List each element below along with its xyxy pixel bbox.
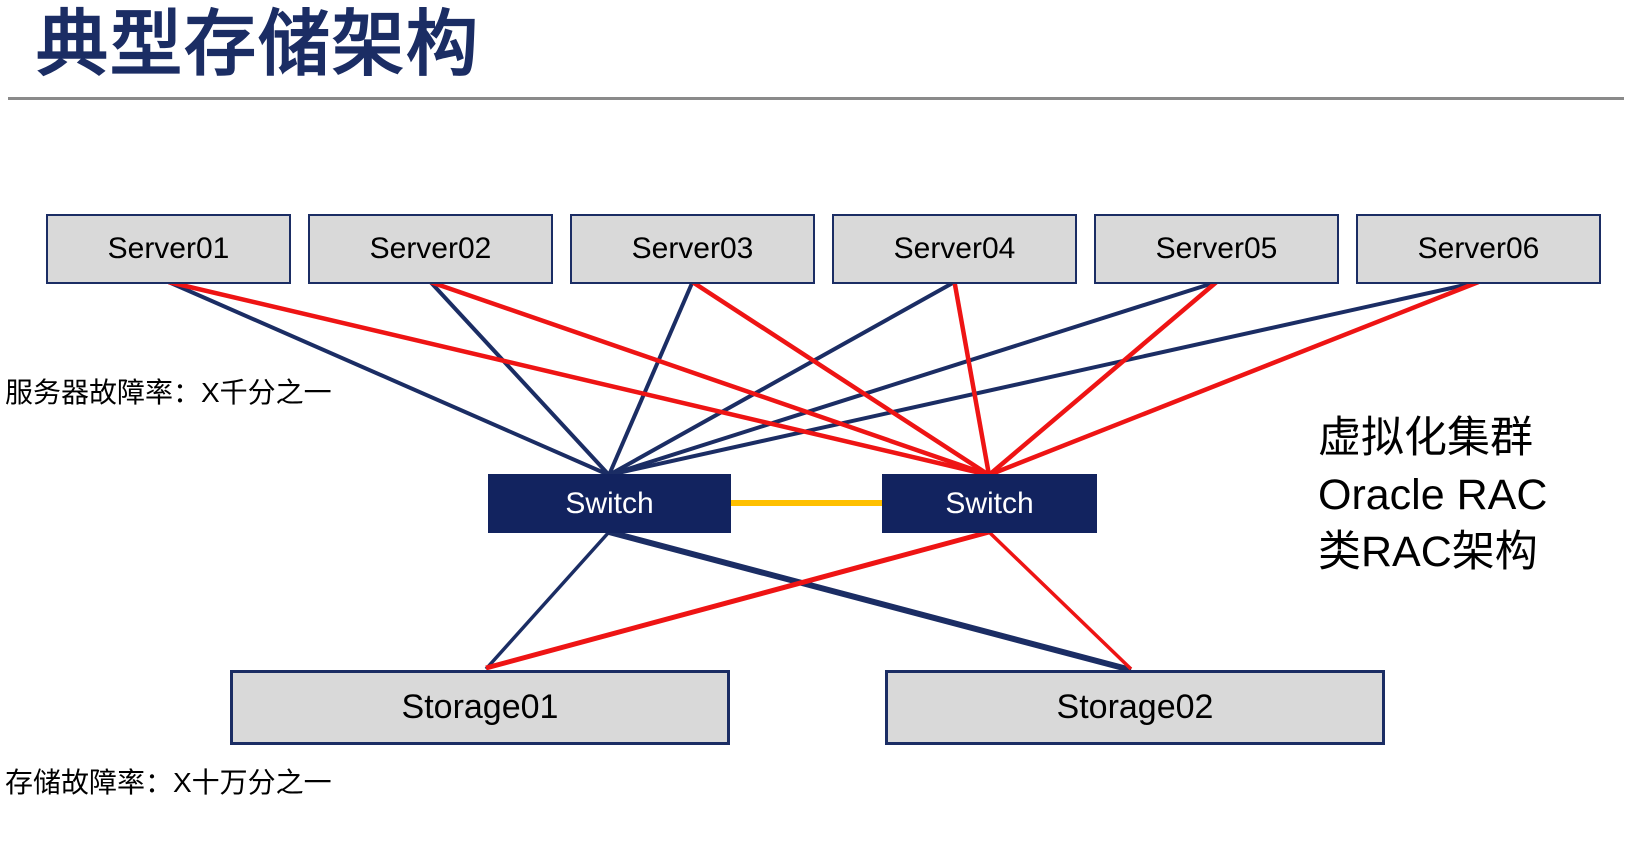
- link-server06-switch1: [608, 280, 1479, 477]
- storage01-label: Storage01: [401, 688, 559, 726]
- server05-label: Server05: [1155, 232, 1278, 265]
- cluster-note: 虚拟化集群 Oracle RAC 类RAC架构: [1318, 410, 1547, 581]
- cluster-note-line3: 类RAC架构: [1318, 528, 1538, 576]
- title-divider: [8, 97, 1624, 100]
- switch1-node: Switch: [488, 474, 731, 533]
- server03-node: Server03: [570, 214, 815, 284]
- server05-node: Server05: [1094, 214, 1339, 284]
- link-server01-switch2: [167, 279, 990, 478]
- switch2-label: Switch: [945, 486, 1034, 520]
- storage02-node: Storage02: [885, 670, 1385, 745]
- switch2-node: Switch: [882, 474, 1097, 533]
- link-server02-switch2: [429, 279, 990, 478]
- link-switch2-storage01: [485, 529, 990, 671]
- server03-label: Server03: [631, 232, 754, 265]
- server02-label: Server02: [369, 232, 492, 265]
- link-switch1-storage01: [484, 530, 611, 671]
- link-switch2-storage02: [987, 530, 1133, 671]
- cluster-note-line2: Oracle RAC: [1318, 471, 1548, 519]
- link-server04-switch1: [608, 280, 956, 477]
- link-server05-switch2: [987, 280, 1218, 477]
- server04-node: Server04: [832, 214, 1077, 284]
- link-server04-switch2: [952, 281, 992, 476]
- server01-label: Server01: [107, 232, 230, 265]
- link-server06-switch2: [988, 279, 1480, 478]
- link-server01-switch1: [167, 280, 610, 477]
- link-server02-switch1: [429, 280, 611, 477]
- server04-label: Server04: [893, 232, 1016, 265]
- switch1-label: Switch: [565, 486, 654, 520]
- link-server03-switch2: [691, 280, 991, 477]
- storage-failure-note: 存储故障率：X十万分之一: [5, 767, 332, 798]
- link-server03-switch1: [607, 281, 695, 476]
- page-title: 典型存储架构: [36, 5, 481, 85]
- server06-node: Server06: [1356, 214, 1601, 284]
- storage01-node: Storage01: [230, 670, 730, 745]
- server06-label: Server06: [1417, 232, 1540, 265]
- storage02-label: Storage02: [1056, 688, 1214, 726]
- link-switch1-storage02: [608, 529, 1132, 673]
- server02-node: Server02: [308, 214, 553, 284]
- link-server05-switch1: [608, 280, 1218, 477]
- server-failure-note: 服务器故障率：X千分之一: [5, 377, 332, 408]
- cluster-note-line1: 虚拟化集群: [1318, 414, 1533, 462]
- server01-node: Server01: [46, 214, 291, 284]
